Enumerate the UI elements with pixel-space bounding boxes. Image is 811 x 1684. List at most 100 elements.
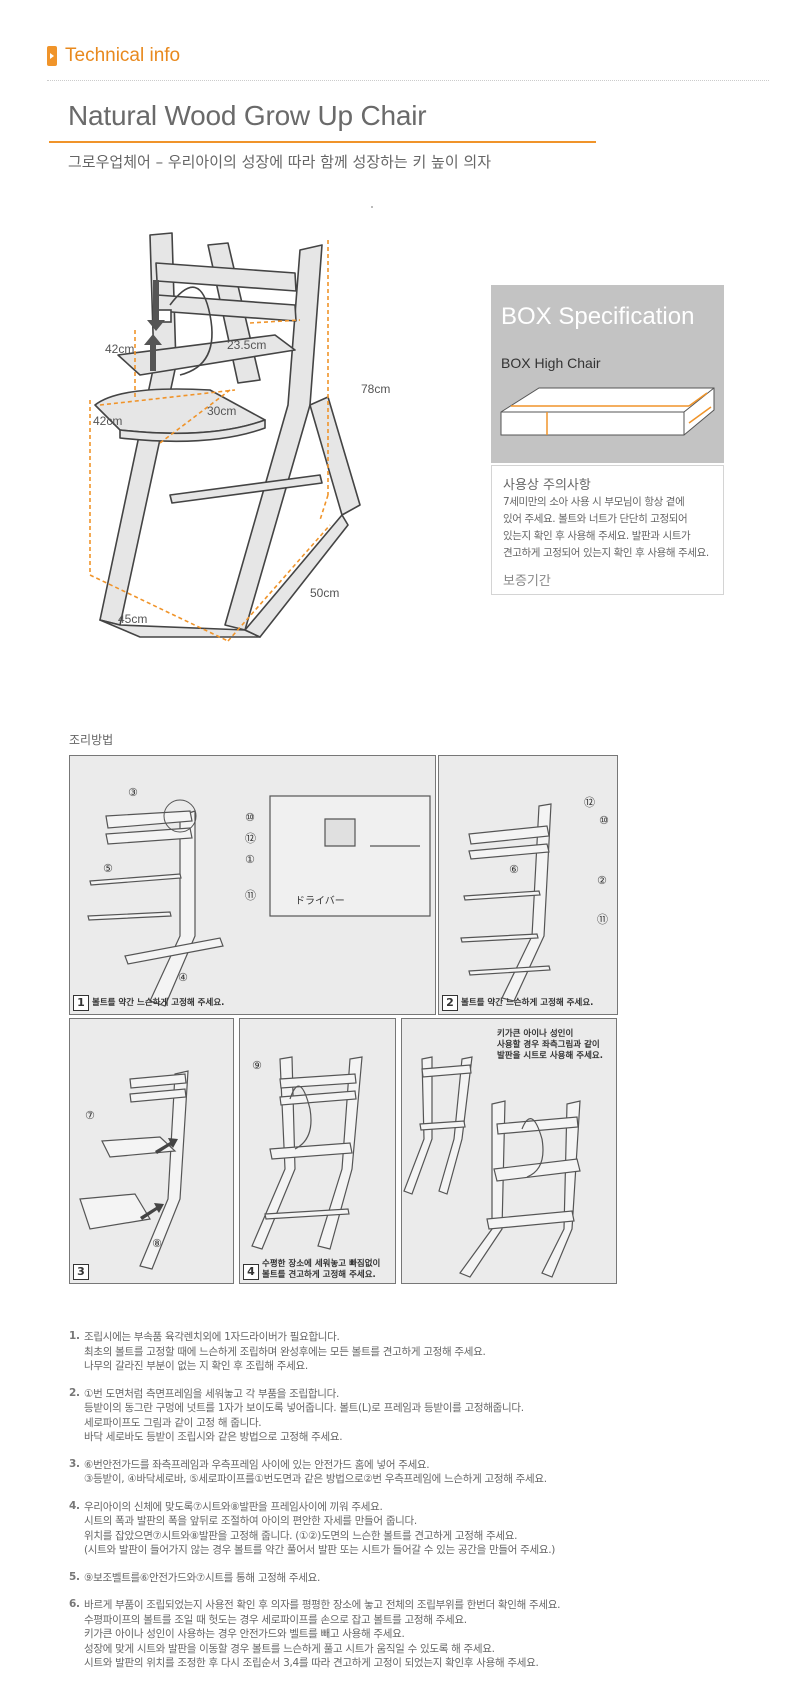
instruction-item: 4. 우리아이의 신체에 맞도록⑦시트와⑧발판을 프레임사이에 끼워 주세요. … [69,1500,769,1558]
arrow-up-icon [144,334,162,371]
bullet-arrow-icon [47,46,57,66]
seat-edge [119,419,266,443]
caution-panel: 사용상 주의사항 7세미만의 소아 사용 시 부모님이 항상 곁에 있어 주세요… [491,465,724,595]
instruction-number: 1. [69,1330,80,1342]
instruction-line: 등받이의 동그란 구멍에 넛트를 1자가 보이도록 넣어줍니다. 볼트(L)로 … [84,1402,524,1414]
instruction-item: 6. 바르게 부품이 조립되었는지 사용전 확인 후 의자를 평평한 장소에 놓… [69,1598,769,1671]
arrow-right-icon [155,1138,178,1154]
rear-diagonal [309,396,361,516]
seat-width-line [99,389,236,406]
height-line-78-foot [319,494,329,521]
dim-total-height: 78cm [361,382,391,396]
part-label: ① [245,853,255,866]
part-label: ⑦ [85,1109,95,1122]
stray-dot [371,206,373,208]
part-label: ⑤ [103,862,113,875]
base-rail-side [244,514,349,638]
step-number: 3 [73,1264,89,1280]
step-caption-line: 사용할 경우 좌측그림과 같이 [497,1040,600,1050]
inset-label: ドライバー [295,895,345,907]
section-header: Technical info [47,45,180,67]
instruction-line: ⑥번안전가드를 좌측프레임과 우측프레임 사이에 있는 안전가드 홈에 넣어 주… [84,1458,430,1471]
instruction-item: 5. ⑨보조벨트를⑥안전가드와⑦시트를 통해 고정해 주세요. [69,1571,769,1586]
part-label: ⑪ [245,889,256,902]
part-label: ⑫ [245,832,256,845]
assembly-panel-3: ⑦ ⑧ 3 [69,1018,234,1284]
title-underline [49,141,596,143]
dim-seat-height: 42cm [93,414,123,428]
instruction-line: (시트와 발판이 들어가지 않는 경우 볼트를 약간 풀어서 발판 또는 시트가… [84,1544,556,1556]
assembly-drawing-5 [403,1056,581,1278]
box-spec-title: BOX Specification [501,303,695,330]
instruction-number: 4. [69,1499,80,1512]
assembly-drawing-3: ⑦ ⑧ [79,1070,189,1270]
dim-back-width: 23.5cm [227,338,267,352]
assembly-panel-5: 키가큰 아이나 성인이 사용할 경우 좌측그림과 같이 발판을 시트로 사용해 … [401,1018,617,1284]
backrest-slat-top [155,262,297,292]
assembly-drawing-2: ⑫ ⑩ ⑥ ② ⑪ [460,796,609,1002]
instruction-number: 6. [69,1598,80,1610]
assembly-panel-1: ③ ⑩ ⑫ ① ⑤ ⑪ ④ ドライバー 1 볼트를 약간 느슨하게 고정해 주세… [69,755,436,1015]
arrow-right-icon [140,1203,164,1220]
instruction-line: 시트의 폭과 발판의 폭을 앞뒤로 조절하여 아이의 편안한 자세를 만들어 줍… [84,1515,417,1527]
caution-line: 7세미만의 소아 사용 시 부모님이 항상 곁에 [503,496,685,508]
dotted-divider [47,80,769,81]
dim-seat-width: 30cm [207,404,237,418]
warranty-label: 보증기간 [503,574,551,589]
part-label: ② [597,874,607,887]
dim-backrest-height: 42cm [105,342,135,356]
safety-guard [117,334,296,376]
instruction-number: 2. [69,1386,80,1399]
instruction-line: 수평파이프의 볼트를 조일 때 헛도는 경우 세로파이프를 손으로 잡고 볼트를… [84,1613,467,1626]
instruction-line: ①번 도면처럼 측면프레임을 세워놓고 각 부품을 조립합니다. [84,1387,340,1400]
safety-belt-strap [169,286,213,376]
step-number: 1 [73,995,89,1011]
instructions-list: 1. 조립시에는 부속품 육각렌치외에 1자드라이버가 필요합니다. 최초의 볼… [69,1330,769,1684]
dim-base-depth: 50cm [310,586,340,600]
instruction-line: ③등받이, ④바닥세로바, ⑤세로파이프를①번도면과 같은 방법으로②번 우측프… [84,1473,547,1485]
box-spec-item: BOX High Chair [501,355,601,371]
assembly-panel-4: ⑨ 4 수평한 장소에 세워놓고 빠짐없이 볼트를 견고하게 고정해 주세요. [239,1018,396,1284]
step-caption: 볼트를 약간 느슨하게 고정해 주세요. [461,998,594,1008]
step-caption-line: 수평한 장소에 세워놓고 빠짐없이 [262,1259,381,1269]
instruction-line: 우리아이의 신체에 맞도록⑦시트와⑧발판을 프레임사이에 끼워 주세요. [84,1500,383,1513]
instruction-line: 키가큰 아이나 성인이 사용하는 경우 안전가드와 벨트를 빼고 사용해 주세요… [84,1628,405,1640]
part-label: ⑪ [597,913,608,926]
instruction-line: 세로파이프도 그림과 같이 고정 해 줍니다. [84,1416,262,1429]
part-label: ⑩ [599,814,609,827]
step-number: 2 [442,995,458,1011]
assembly-drawing-4: ⑨ [251,1056,363,1250]
assembly-drawing-1: ③ ⑩ ⑫ ① ⑤ ⑪ ④ ドライバー [87,786,431,1007]
width-line-45 [89,574,229,642]
instruction-line: 시트와 발판의 위치를 조정한 후 다시 조립순서 3,4를 따라 견고하게 고… [84,1657,539,1669]
step-caption: 볼트를 약간 느슨하게 고정해 주세요. [92,998,225,1008]
part-label: ⑧ [152,1237,162,1250]
back-width-line [249,319,301,324]
part-label: ⑩ [245,811,255,824]
instruction-line: 바르게 부품이 조립되었는지 사용전 확인 후 의자를 평평한 장소에 놓고 전… [84,1599,561,1611]
step-number: 4 [243,1264,259,1280]
caution-body: 7세미만의 소아 사용 시 부모님이 항상 곁에 있어 주세요. 볼트와 너트가… [503,494,717,562]
step-caption-line: 키가큰 아이나 성인이 [497,1029,574,1039]
step-caption: 수평한 장소에 세워놓고 빠짐없이 볼트를 견고하게 고정해 주세요. [262,1259,380,1281]
assembly-panel-2: ⑫ ⑩ ⑥ ② ⑪ 2 볼트를 약간 느슨하게 고정해 주세요. [438,755,618,1015]
instruction-item: 3. ⑥번안전가드를 좌측프레임과 우측프레임 사이에 있는 안전가드 홈에 넣… [69,1458,769,1487]
instruction-line: 위치를 잡았으면⑦시트와⑧발판을 고정해 줍니다. (①②)도면의 느슨한 볼트… [84,1529,518,1542]
caution-line: 견고하게 고정되어 있는지 확인 후 사용해 주세요. [503,547,709,559]
instruction-item: 1. 조립시에는 부속품 육각렌치외에 1자드라이버가 필요합니다. 최초의 볼… [69,1330,769,1374]
instruction-item: 2. ①번 도면처럼 측면프레임을 세워놓고 각 부품을 조립합니다. 등받이의… [69,1387,769,1445]
dim-base-width: 45cm [118,612,148,626]
part-label: ⑥ [509,863,519,876]
instruction-line: 바닥 세로바도 등받이 조립시와 같은 방법으로 고정해 주세요. [84,1431,343,1443]
step-caption: 키가큰 아이나 성인이 사용할 경우 좌측그림과 같이 발판을 시트로 사용해 … [497,1029,603,1062]
step-caption-line: 볼트를 견고하게 고정해 주세요. [262,1270,376,1280]
part-label: ⑫ [584,796,595,809]
footrest-bar [169,474,323,504]
part-label: ⑨ [252,1059,262,1072]
caution-line: 있어 주세요. 볼트와 너트가 단단히 고정되어 [503,513,688,525]
instruction-line: 성장에 맞게 시트와 발판을 이동할 경우 볼트를 느슨하게 풀고 시트가 움직… [84,1642,495,1655]
box-spec-panel: BOX Specification BOX High Chair [491,285,724,463]
part-label: ③ [128,786,138,799]
instruction-line: 나무의 갈라진 부분이 없는 지 확인 후 조립해 주세요. [84,1360,308,1372]
part-label: ④ [178,971,188,984]
